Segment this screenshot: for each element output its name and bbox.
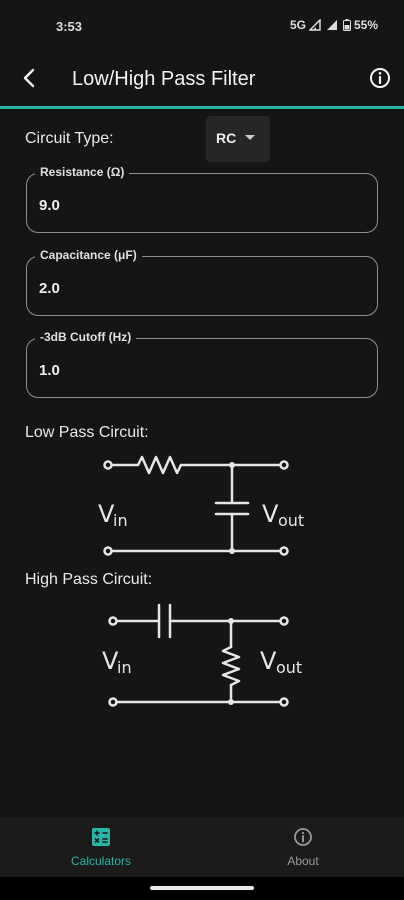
capacitance-field[interactable]: Capacitance (μF) 2.0 <box>26 248 378 316</box>
high-pass-vout-label: V <box>260 647 277 675</box>
low-pass-title: Low Pass Circuit: <box>25 424 149 441</box>
low-pass-vout-label: V <box>262 500 279 528</box>
circuit-type-value: RC <box>216 130 237 146</box>
status-icons: 5G 55% <box>290 18 378 32</box>
battery-level: 55% <box>353 18 378 32</box>
nav-item-about[interactable]: About <box>243 827 363 875</box>
nav-label-about: About <box>287 854 319 868</box>
circuit-type-label: Circuit Type: <box>25 130 114 147</box>
status-bar: 3:53 5G 55% <box>0 0 404 52</box>
signal-icon-2 <box>326 20 337 30</box>
high-pass-circuit-diagram: V in V out <box>102 603 302 707</box>
gesture-bar <box>0 877 404 900</box>
cutoff-field[interactable]: -3dB Cutoff (Hz) 1.0 <box>26 330 378 398</box>
capacitance-label: Capacitance (μF) <box>35 248 142 262</box>
page-title: Low/High Pass Filter <box>72 68 256 90</box>
status-time: 3:53 <box>56 19 83 34</box>
resistance-value: 9.0 <box>39 197 60 214</box>
resistance-field[interactable]: Resistance (Ω) 9.0 <box>26 165 378 233</box>
bottom-navigation: Calculators About <box>0 817 404 877</box>
nav-item-calculators[interactable]: Calculators <box>41 827 161 875</box>
low-pass-vin-sub: in <box>113 511 128 530</box>
resistance-label: Resistance (Ω) <box>35 165 130 179</box>
low-pass-vout-sub: out <box>278 511 304 530</box>
arrow-left-icon[interactable] <box>18 66 42 90</box>
high-pass-vin-label: V <box>102 647 119 675</box>
cutoff-value: 1.0 <box>39 362 60 379</box>
high-pass-vin-sub: in <box>117 658 132 677</box>
home-indicator[interactable] <box>150 886 254 890</box>
high-pass-vout-sub: out <box>276 658 302 677</box>
low-pass-circuit-diagram: V in V out <box>98 455 304 556</box>
calculator-content: Circuit Type: RC Resistance (Ω) 9.0 Capa… <box>0 109 404 817</box>
caret-down-icon <box>245 135 255 140</box>
circuit-type-dropdown[interactable]: RC <box>206 116 270 162</box>
cutoff-label: -3dB Cutoff (Hz) <box>35 330 137 344</box>
network-type: 5G <box>289 18 306 32</box>
capacitance-value: 2.0 <box>39 280 60 297</box>
info-circle-icon[interactable] <box>368 66 392 90</box>
nav-label-calculators: Calculators <box>70 854 132 868</box>
signal-icon <box>308 19 321 31</box>
high-pass-title: High Pass Circuit: <box>25 571 153 588</box>
info-circle-icon <box>294 828 312 846</box>
calculator-icon <box>92 828 110 846</box>
battery-icon <box>342 19 351 31</box>
app-bar: Low/High Pass Filter <box>0 52 404 109</box>
low-pass-vin-label: V <box>98 500 115 528</box>
